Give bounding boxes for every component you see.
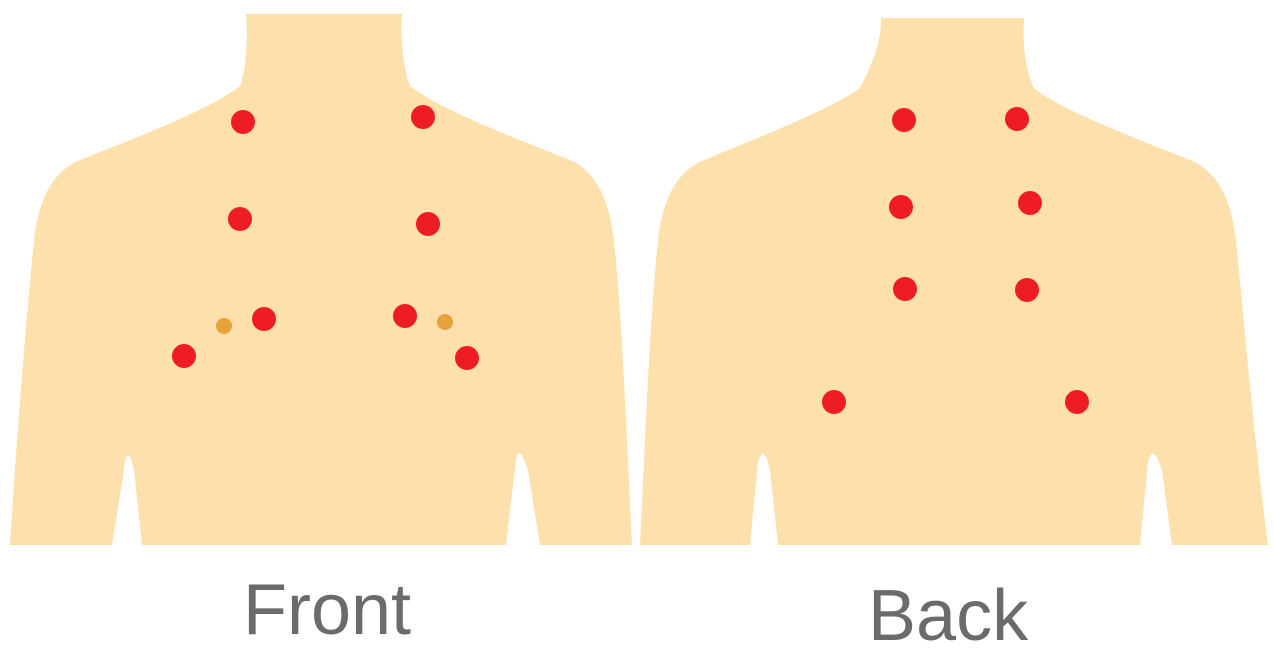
back-torso-silhouette xyxy=(640,18,1268,545)
back-marker-red xyxy=(1018,191,1042,215)
front-marker-red xyxy=(393,304,417,328)
front-marker-red xyxy=(455,346,479,370)
back-view-label: Back xyxy=(868,580,1028,652)
back-marker-red xyxy=(893,277,917,301)
front-marker-orange xyxy=(216,318,232,334)
front-marker-red xyxy=(252,307,276,331)
front-torso-silhouette xyxy=(10,14,632,545)
back-marker-red xyxy=(1065,390,1089,414)
front-marker-red xyxy=(172,344,196,368)
front-marker-red xyxy=(416,212,440,236)
back-marker-red xyxy=(892,108,916,132)
back-marker-red xyxy=(889,195,913,219)
front-view-label: Front xyxy=(243,574,411,646)
back-marker-red xyxy=(822,390,846,414)
back-marker-red xyxy=(1015,278,1039,302)
front-marker-red xyxy=(228,207,252,231)
front-marker-orange xyxy=(437,314,453,330)
back-marker-red xyxy=(1005,107,1029,131)
front-marker-red xyxy=(411,105,435,129)
front-marker-red xyxy=(231,110,255,134)
